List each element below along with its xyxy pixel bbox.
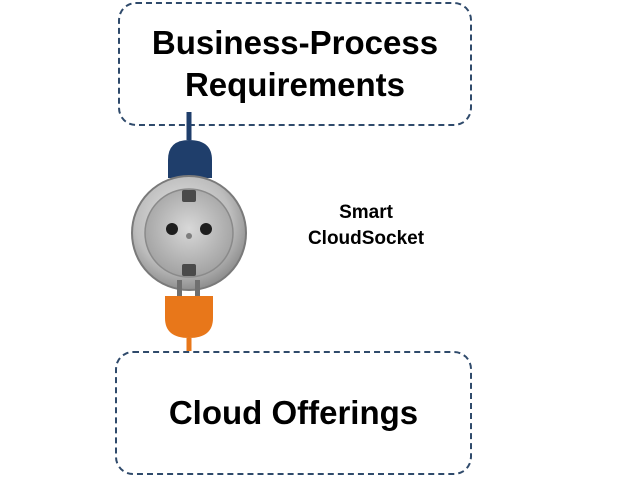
- bottom-plug-icon: [165, 296, 213, 338]
- top-plug-icon: [168, 140, 212, 178]
- smart-cloudsocket-caption: Smart CloudSocket: [307, 202, 425, 249]
- business-process-requirements-label: Business-Process Requirements: [151, 24, 439, 103]
- cloud-offerings-label: Cloud Offerings: [168, 394, 419, 431]
- cloud-offerings-box: Cloud Offerings: [115, 351, 472, 475]
- socket-icon: [131, 175, 247, 291]
- business-process-requirements-box: Business-Process Requirements: [118, 2, 472, 126]
